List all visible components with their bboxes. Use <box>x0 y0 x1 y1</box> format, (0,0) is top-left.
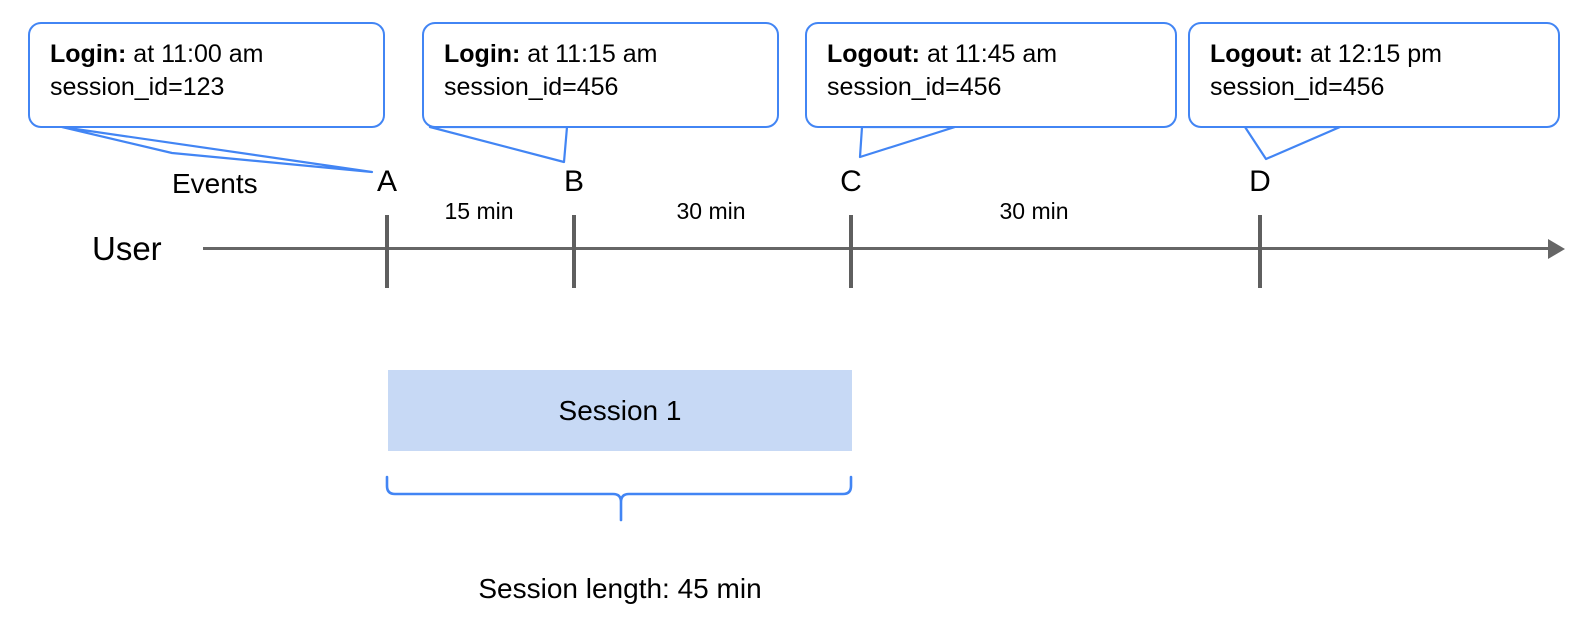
user-row-label: User <box>92 230 162 267</box>
callout-bubble-c: Logout: at 11:45 am session_id=456 <box>805 22 1177 128</box>
timeline-arrow-icon <box>1548 239 1565 259</box>
timeline-axis <box>203 247 1555 250</box>
callout-tail-a <box>60 125 374 174</box>
timeline-tick-d <box>1258 215 1262 288</box>
callout-tail-d <box>1243 125 1342 161</box>
callout-time-label: at 12:15 pm <box>1303 40 1442 68</box>
timeline-tick-a <box>385 215 389 288</box>
callout-session-label: session_id=456 <box>444 72 619 101</box>
callout-session-label: session_id=456 <box>1210 72 1385 101</box>
callout-time-label: at 11:45 am <box>920 40 1058 68</box>
callout-tail-b <box>428 125 569 164</box>
callout-time-label: at 11:00 am <box>126 40 264 68</box>
marker-label-b: B <box>563 165 584 198</box>
callout-session-label: session_id=123 <box>50 72 225 101</box>
callout-event-label: Login: <box>50 40 127 68</box>
session-length-caption: Session length: 45 min <box>478 573 762 604</box>
callout-event-label: Login: <box>444 40 521 68</box>
gap-label-b-c: 30 min <box>676 198 746 224</box>
callout-line-1: Login: at 11:15 am <box>444 38 761 71</box>
callout-tail-c <box>858 125 957 159</box>
marker-label-a: A <box>376 165 397 198</box>
session-bar-label: Session 1 <box>558 394 682 426</box>
events-row-label: Events <box>172 168 258 199</box>
callout-bubble-b: Login: at 11:15 am session_id=456 <box>422 22 779 128</box>
callout-event-label: Logout: <box>1210 40 1304 68</box>
callout-line-1: Logout: at 11:45 am <box>827 38 1159 71</box>
marker-label-d: D <box>1249 165 1271 198</box>
session-brace <box>385 475 853 522</box>
callout-line-1: Login: at 11:00 am <box>50 38 367 71</box>
marker-label-c: C <box>840 165 862 198</box>
callout-event-label: Logout: <box>827 40 921 68</box>
timeline-tick-c <box>849 215 853 288</box>
timeline-tick-b <box>572 215 576 288</box>
session-bar: Session 1 <box>388 370 852 451</box>
callout-line-1: Logout: at 12:15 pm <box>1210 38 1542 71</box>
callout-bubble-d: Logout: at 12:15 pm session_id=456 <box>1188 22 1560 128</box>
callout-session-label: session_id=456 <box>827 72 1002 101</box>
gap-label-a-b: 15 min <box>444 198 514 224</box>
callout-time-label: at 11:15 am <box>520 40 658 68</box>
gap-label-c-d: 30 min <box>999 198 1069 224</box>
callout-bubble-a: Login: at 11:00 am session_id=123 <box>28 22 385 128</box>
